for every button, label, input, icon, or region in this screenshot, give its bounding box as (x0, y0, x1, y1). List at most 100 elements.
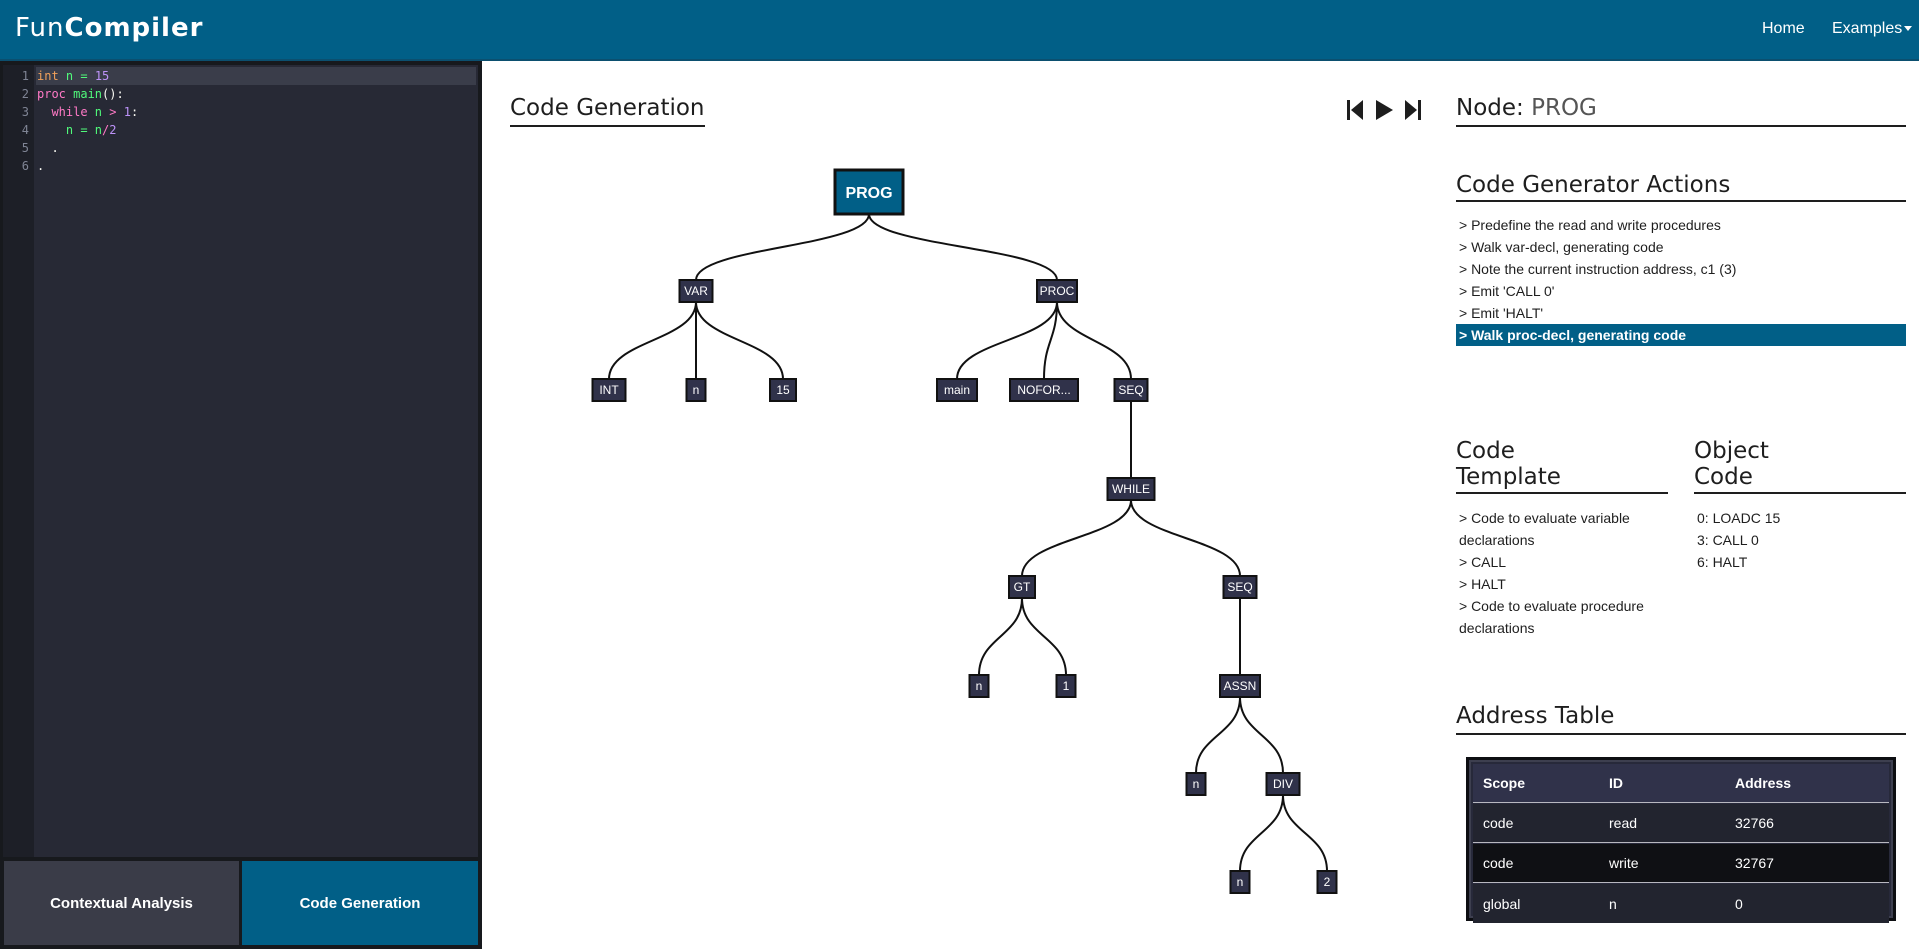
object-code-line: 0: LOADC 15 (1697, 510, 1781, 526)
tree-node-assnn[interactable]: n (1185, 772, 1207, 796)
tree-node-seq2[interactable]: SEQ (1222, 575, 1258, 599)
cell-id: write (1609, 855, 1639, 871)
tab-code-generation[interactable]: Code Generation (242, 861, 478, 945)
code-token: n = n (37, 123, 103, 137)
tree-node-label: n (1193, 777, 1200, 791)
table-row: code write 32767 (1473, 844, 1889, 883)
tree-node-label: 2 (1324, 875, 1331, 889)
table-row: code read 32766 (1473, 804, 1889, 843)
line-number: 4 (21, 123, 29, 137)
tree-edge (1130, 499, 1241, 577)
code-token: proc (37, 87, 74, 101)
code-token: 15 (94, 69, 110, 83)
tree-node-main[interactable]: main (936, 378, 978, 402)
actions-list: > Predefine the read and write procedure… (1456, 214, 1906, 346)
cell-scope: code (1483, 855, 1514, 871)
object-code-title-line1: Object (1694, 438, 1769, 464)
tree-node-box (769, 378, 797, 402)
skip-to-end-icon[interactable] (1404, 98, 1422, 122)
template-line: > Code to evaluate variable (1459, 510, 1630, 526)
action-item: > Emit 'HALT' (1459, 305, 1544, 321)
template-line: > CALL (1459, 554, 1507, 570)
tree-node-box (1229, 870, 1251, 894)
line-number: 2 (21, 87, 29, 101)
code-line[interactable]: while n > 1: (37, 103, 138, 121)
tree-edge (978, 597, 1023, 676)
code-line[interactable]: int n = 15 (36, 67, 476, 85)
tree-node-prog[interactable]: PROG (833, 168, 905, 216)
tree-node-divn[interactable]: n (1229, 870, 1251, 894)
tree-node-label: 15 (776, 383, 790, 397)
tree-edge (1021, 499, 1132, 577)
address-table: Scope ID Address code read 32766 code wr… (1466, 757, 1896, 923)
tree-node-n1[interactable]: n (685, 378, 707, 402)
code-token: : (130, 105, 139, 119)
cell-scope: code (1483, 815, 1514, 831)
header-id: ID (1609, 775, 1623, 791)
tree-node-label: n (976, 679, 983, 693)
tab-contextual-analysis[interactable]: Contextual Analysis (4, 861, 239, 945)
tree-node-box (685, 378, 707, 402)
template-line: declarations (1459, 532, 1535, 548)
play-icon[interactable] (1374, 98, 1394, 122)
brand-logo[interactable]: FunCompiler (15, 13, 203, 43)
code-line[interactable]: . (37, 139, 58, 157)
tree-edge (1021, 597, 1067, 676)
object-code-title: Object Code (1694, 438, 1906, 494)
code-line[interactable]: n = n/2 (37, 121, 117, 139)
tree-node-n15[interactable]: 15 (769, 378, 797, 402)
skip-to-start-icon[interactable] (1346, 98, 1364, 122)
tree-node-gtn[interactable]: n (968, 674, 990, 698)
tree-node-label: WHILE (1112, 482, 1150, 496)
tree-node-div2[interactable]: 2 (1316, 870, 1338, 894)
tree-edge (1239, 696, 1284, 774)
syntax-tree: PROG VAR PROC INT n 15 main NOFOR... SEQ WHILE GT S… (485, 140, 1445, 920)
tree-node-label: n (693, 383, 700, 397)
tree-node-label: DIV (1273, 777, 1293, 791)
tree-node-box (1008, 575, 1036, 599)
tree-edge (956, 301, 1058, 380)
code-template-title-line1: Code (1456, 438, 1515, 464)
tree-node-div[interactable]: DIV (1265, 772, 1301, 796)
code-line[interactable]: . (37, 157, 44, 175)
tree-node-nofor[interactable]: NOFOR... (1009, 378, 1079, 402)
tree-node-assn[interactable]: ASSN (1219, 674, 1261, 698)
nav-home-link[interactable]: Home (1762, 20, 1805, 37)
node-title: Node: PROG (1456, 95, 1906, 127)
tree-node-box (1265, 772, 1301, 796)
tree-edge (1043, 301, 1058, 380)
tree-edge (1282, 794, 1328, 872)
caret-down-icon (1904, 26, 1913, 32)
tree-node-proc[interactable]: PROC (1036, 279, 1078, 303)
top-navbar: FunCompiler Home Examples (0, 0, 1919, 61)
node-value: PROG (1531, 95, 1597, 121)
tree-edge (695, 301, 784, 380)
cell-id: read (1609, 815, 1638, 831)
tree-node-label: SEQ (1118, 383, 1143, 397)
tree-edge (695, 213, 870, 281)
code-token: 1 (123, 105, 131, 119)
code-token: n (94, 105, 110, 119)
tree-node-gt[interactable]: GT (1008, 575, 1036, 599)
tree-node-gt1[interactable]: 1 (1055, 674, 1077, 698)
cell-id: n (1609, 895, 1617, 912)
cell-scope: global (1483, 895, 1521, 912)
code-token: n = (58, 69, 95, 83)
playback-controls (1346, 98, 1426, 124)
tree-node-var[interactable]: VAR (678, 279, 714, 303)
code-template-list: > Code to evaluate variable declarations >… (1456, 507, 1668, 639)
tree-node-label: PROC (1040, 284, 1075, 298)
code-template-title: Code Template (1456, 438, 1668, 494)
code-line[interactable]: proc main(): (37, 85, 124, 103)
tree-node-while[interactable]: WHILE (1106, 477, 1156, 501)
action-item: > Walk var-decl, generating code (1459, 239, 1664, 255)
tree-node-seq1[interactable]: SEQ (1113, 378, 1149, 402)
tree-node-box (591, 378, 627, 402)
code-token: . (37, 159, 45, 173)
tree-node-int[interactable]: INT (591, 378, 627, 402)
current-action-item: > Walk proc-decl, generating code (1456, 324, 1906, 346)
code-token: > (109, 105, 124, 119)
code-generation-title: Code Generation (510, 95, 705, 127)
nav-examples-dropdown[interactable]: Examples (1832, 20, 1913, 38)
